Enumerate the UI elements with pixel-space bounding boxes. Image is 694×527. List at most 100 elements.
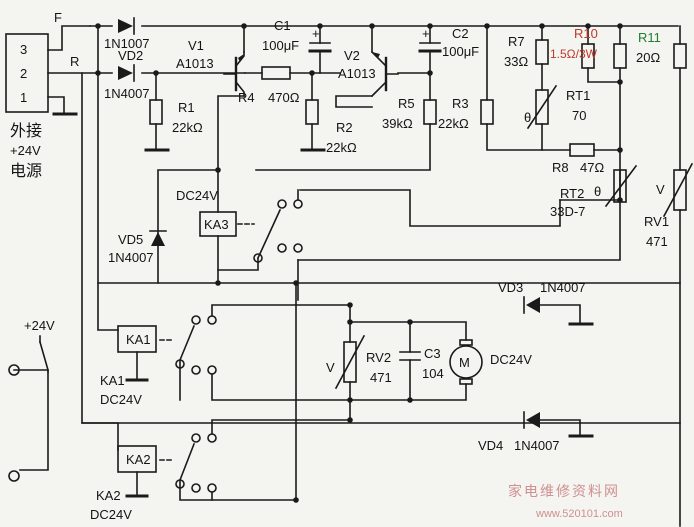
diode-vd1: 1N1007 <box>104 17 150 51</box>
diode-vd2: VD2 1N4007 <box>104 48 150 101</box>
vd4-part-label: 1N4007 <box>514 438 560 453</box>
connector-caption-3: 电源 <box>10 161 42 180</box>
resistor-r8: R8 47Ω <box>552 143 604 175</box>
resistor-r7: R7 33Ω <box>504 34 549 69</box>
rt2-value-label: 33D-7 <box>550 204 585 219</box>
ka3-box-label: KA3 <box>204 217 229 232</box>
r10-value-label: 1.5Ω/3W <box>550 47 598 61</box>
motor-rating-label: DC24V <box>490 352 532 367</box>
resistor-r5: R5 39kΩ <box>382 96 437 131</box>
diode-vd5: VD5 1N4007 <box>108 230 167 265</box>
vd2-name-label: VD2 <box>118 48 143 63</box>
transistor-v1: V1 A1013 <box>176 38 245 97</box>
watermark-text: 家电维修资料网 <box>508 483 620 500</box>
rt1-name-label: RT1 <box>566 88 590 103</box>
vd3-part-label: 1N4007 <box>540 280 586 295</box>
relay-ka2: KA2 KA2 DC24V <box>81 419 351 522</box>
r7-name-label: R7 <box>508 34 525 49</box>
v1-name-label: V1 <box>188 38 204 53</box>
motor-branch <box>295 282 467 501</box>
rt2-symbol-label: θ <box>594 184 601 199</box>
r11-value-label: 20Ω <box>636 50 660 65</box>
r8-name-label: R8 <box>552 160 569 175</box>
motor-symbol-label: M <box>459 355 470 370</box>
vd3-name-label: VD3 <box>498 280 523 295</box>
v2-part-label: A1013 <box>338 66 376 81</box>
transistor-v2: V2 A1013 <box>338 48 399 98</box>
r3-value-label: 22kΩ <box>438 116 469 131</box>
connector-pin-2: 2 <box>20 66 27 81</box>
thermistor-rt2: θ RT2 33D-7 <box>550 164 638 219</box>
vd1-part-label: 1N1007 <box>104 36 150 51</box>
rt1-symbol-label: θ <box>524 110 531 125</box>
diode-vd4: VD4 1N4007 <box>478 411 594 453</box>
c2-polarity-label: + <box>422 26 430 41</box>
r2-name-label: R2 <box>336 120 353 135</box>
supply-terminals: +24V <box>8 318 55 482</box>
vd2-part-label: 1N4007 <box>104 86 150 101</box>
vd5-part-label: 1N4007 <box>108 250 154 265</box>
r2-value-label: 22kΩ <box>326 140 357 155</box>
ka3-rating-label: DC24V <box>176 188 218 203</box>
diode-vd3: VD3 1N4007 <box>498 280 594 326</box>
resistor-r4: R4 470Ω <box>238 66 300 105</box>
junction-dots <box>95 23 623 503</box>
r1-value-label: 22kΩ <box>172 120 203 135</box>
rv2-symbol-label: V <box>326 360 335 375</box>
capacitor-c3: C3 104 <box>399 346 444 381</box>
resistor-r1: R1 22kΩ <box>144 99 203 152</box>
resistor-r3: R3 22kΩ <box>438 96 494 131</box>
resistor-r2: R2 22kΩ <box>300 99 357 155</box>
ka1-box-label: KA1 <box>126 332 151 347</box>
rv2-name-label: RV2 <box>366 350 391 365</box>
r5-name-label: R5 <box>398 96 415 111</box>
wiring <box>81 25 681 527</box>
connector-caption-2: +24V <box>10 143 41 158</box>
ka2-name-label: KA2 <box>96 488 121 503</box>
connector-pin-1: 1 <box>20 90 27 105</box>
watermark: 家电维修资料网 www.520101.com <box>508 483 623 520</box>
ka1-rating-label: DC24V <box>100 392 142 407</box>
rv1-name-label: RV1 <box>644 214 669 229</box>
supply-24v-label: +24V <box>24 318 55 333</box>
rv2-value-label: 471 <box>370 370 392 385</box>
v2-name-label: V2 <box>344 48 360 63</box>
resistor-r10: R10 1.5Ω/3W <box>550 26 598 69</box>
relay-ka3: KA3 DC24V <box>176 188 303 271</box>
relay-ka1: KA1 KA1 DC24V <box>97 282 351 407</box>
r3-name-label: R3 <box>452 96 469 111</box>
connector-pin-3: 3 <box>20 42 27 57</box>
rv1-value-label: 471 <box>646 234 668 249</box>
c3-value-label: 104 <box>422 366 444 381</box>
rt2-name-label: RT2 <box>560 186 584 201</box>
r4-value-label: 470Ω <box>268 90 300 105</box>
c3-name-label: C3 <box>424 346 441 361</box>
resistor-right-edge <box>673 43 687 69</box>
vd4-name-label: VD4 <box>478 438 503 453</box>
resistor-r11: R11 20Ω <box>613 30 661 69</box>
r1-name-label: R1 <box>178 100 195 115</box>
varistor-rv2: V RV2 471 <box>326 321 392 401</box>
rt1-value-label: 70 <box>572 108 586 123</box>
ka2-rating-label: DC24V <box>90 507 132 522</box>
v1-part-label: A1013 <box>176 56 214 71</box>
supply-connector: 3 2 1 F R 外接 +24V 电源 <box>5 10 99 180</box>
c2-name-label: C2 <box>452 26 469 41</box>
r7-value-label: 33Ω <box>504 54 528 69</box>
r8-value-label: 47Ω <box>580 160 604 175</box>
c1-value-label: 100μF <box>262 38 299 53</box>
connector-caption-1: 外接 <box>10 121 42 140</box>
capacitor-c2: + C2 100μF <box>418 26 479 59</box>
r10-name-label: R10 <box>574 26 598 41</box>
capacitor-c1: + C1 100μF <box>262 18 332 53</box>
c1-polarity-label: + <box>312 26 320 41</box>
ka1-name-label: KA1 <box>100 373 125 388</box>
rv1-symbol-label: V <box>656 182 665 197</box>
watermark-url: www.520101.com <box>535 508 623 520</box>
line-r-label: R <box>70 54 79 69</box>
r5-value-label: 39kΩ <box>382 116 413 131</box>
motor-m: M DC24V <box>449 339 532 385</box>
varistor-rv1: V RV1 471 <box>644 162 694 249</box>
thermistor-rt1: θ RT1 70 <box>524 84 590 130</box>
